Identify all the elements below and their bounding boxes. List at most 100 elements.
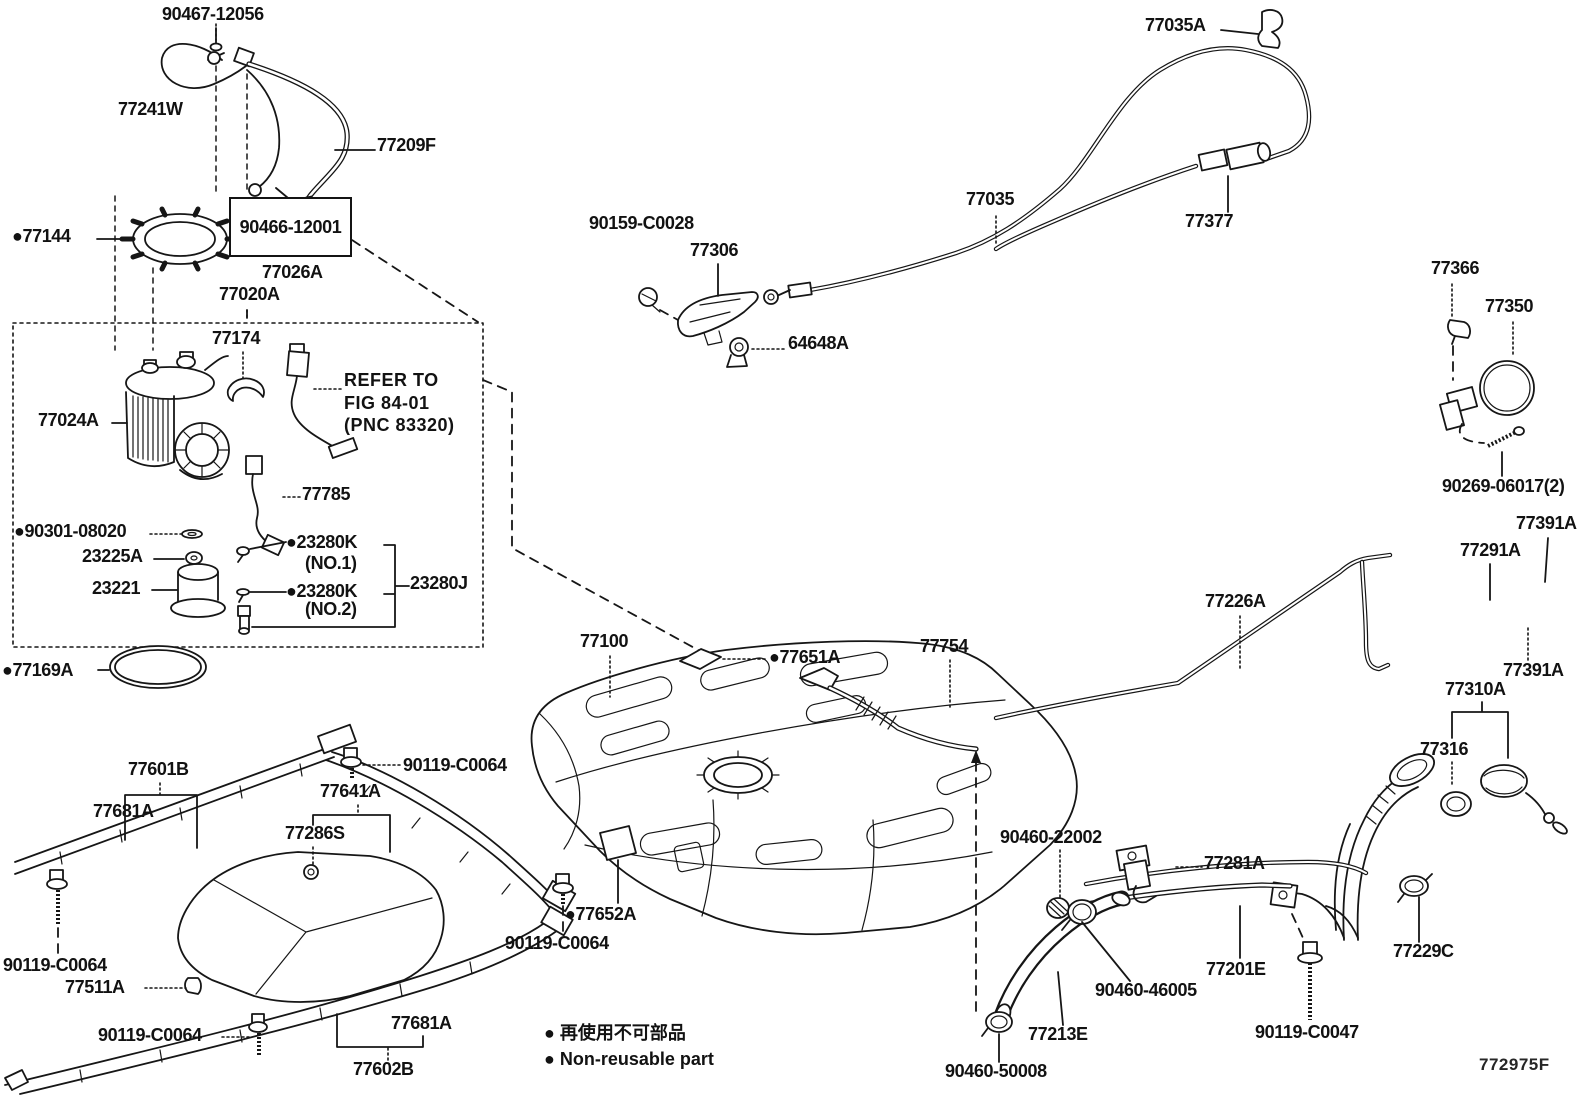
part-label-77229c[interactable]: 77229C <box>1393 941 1454 961</box>
cable-eyelet <box>763 289 779 305</box>
part-label-77241w[interactable]: 77241W <box>118 99 183 119</box>
fuel-sender-drawing <box>286 343 359 459</box>
part-label-90460-50008[interactable]: 90460-50008 <box>945 1061 1047 1081</box>
pad-77652a <box>599 825 637 861</box>
part-label-90466-12001[interactable]: 90466-12001 <box>229 197 352 257</box>
part-label-77281a[interactable]: 77281A <box>1204 853 1265 873</box>
part-label-77601b[interactable]: 77601B <box>128 759 189 779</box>
part-label-77391a-1[interactable]: 77391A <box>1516 513 1577 533</box>
part-label-77602b[interactable]: 77602B <box>353 1059 414 1079</box>
part-label-77785[interactable]: 77785 <box>302 484 351 504</box>
part-label-77144[interactable]: ●77144 <box>12 226 71 246</box>
gasket-drawing <box>226 377 265 402</box>
refer-note-line3: (PNC 83320) <box>344 415 455 435</box>
hose-clamp <box>248 183 262 197</box>
part-label-64648a[interactable]: 64648A <box>788 333 849 353</box>
part-label-77291a[interactable]: 77291A <box>1460 540 1521 560</box>
part-label-77754[interactable]: 77754 <box>920 636 969 656</box>
part-label-23280k-no2[interactable]: ●23280K <box>286 581 358 601</box>
bracket-23280j <box>251 544 410 628</box>
part-label-77350[interactable]: 77350 <box>1485 296 1534 316</box>
part-label-90119-c0047[interactable]: 90119-C0047 <box>1255 1022 1359 1042</box>
tank-oring-drawing <box>109 645 207 689</box>
part-label-90460-22002[interactable]: 90460-22002 <box>1000 827 1102 847</box>
fuel-tank-drawing <box>530 640 1078 936</box>
leader-lines <box>57 23 1549 1063</box>
cable-bracket-drawing <box>638 287 759 368</box>
part-label-90460-46005[interactable]: 90460-46005 <box>1095 980 1197 1000</box>
part-label-77209f[interactable]: 77209F <box>377 135 436 155</box>
retainer-ring-drawing <box>119 206 241 272</box>
part-label-90467-12056[interactable]: 90467-12056 <box>162 4 264 24</box>
vent-tube-drawing <box>993 552 1393 721</box>
harness-drawing <box>245 455 286 557</box>
part-label-77651a[interactable]: ●77651A <box>769 647 841 667</box>
screw-head <box>209 42 223 52</box>
part-label-77213e[interactable]: 77213E <box>1028 1024 1088 1044</box>
refer-note-line1: REFER TO <box>344 370 439 390</box>
part-label-77511a[interactable]: 77511A <box>65 977 125 997</box>
filler-hose-drawing <box>981 890 1131 1037</box>
part-label-77316[interactable]: 77316 <box>1420 739 1469 759</box>
part-label-90119-c0064-2[interactable]: 90119-C0064 <box>3 955 107 975</box>
part-label-77681a-2[interactable]: 77681A <box>391 1013 452 1033</box>
cap-tether <box>1525 792 1547 817</box>
part-label-23280k-no2-sub: (NO.2) <box>305 599 357 619</box>
figure-code: 772975F <box>1479 1055 1550 1074</box>
part-label-23280k-no1[interactable]: ●23280K <box>286 532 358 552</box>
part-label-77026a[interactable]: 77026A <box>262 262 323 282</box>
tank-protector-drawing <box>177 851 445 1003</box>
part-label-23280k-no1-sub: (NO.1) <box>305 553 357 573</box>
clamp-64648a <box>729 337 749 357</box>
part-label-77024a[interactable]: 77024A <box>38 410 99 430</box>
fuel-filter-flange <box>170 598 226 618</box>
fuel-lid-drawing <box>1439 319 1535 448</box>
part-label-77641a[interactable]: 77641A <box>320 781 381 801</box>
part-label-77391a-2[interactable]: 77391A <box>1503 660 1564 680</box>
clip-77035a <box>1257 9 1284 49</box>
part-label-77310a[interactable]: 77310A <box>1445 679 1506 699</box>
neck-mouth <box>1389 753 1435 787</box>
tank-hole <box>673 841 705 873</box>
part-label-77020a[interactable]: 77020A <box>219 284 280 304</box>
pump-small-parts-drawing <box>170 529 410 635</box>
part-label-77169a[interactable]: ●77169A <box>2 660 74 680</box>
part-label-77174[interactable]: 77174 <box>212 328 261 348</box>
part-label-23280j[interactable]: 23280J <box>410 573 468 593</box>
part-label-90119-c0064-1[interactable]: 90119-C0064 <box>403 755 507 775</box>
connector-77377 <box>1197 148 1229 172</box>
strap-bracket <box>317 723 357 755</box>
part-label-23221[interactable]: 23221 <box>92 578 141 598</box>
pump-module-drawing <box>125 351 230 480</box>
cable-ferrule <box>787 281 813 299</box>
legend-non-reusable-en: ● Non-reusable part <box>544 1049 714 1069</box>
part-label-77652a[interactable]: ●77652A <box>565 904 637 924</box>
fuel-filter-top <box>177 563 219 581</box>
grommet-77286s <box>303 864 319 880</box>
tank-straps-drawing <box>4 723 577 1095</box>
part-label-77681a-1[interactable]: 77681A <box>93 801 154 821</box>
part-label-77201e[interactable]: 77201E <box>1206 959 1266 979</box>
filler-neck-drawing <box>1269 753 1568 941</box>
part-label-90119-c0064-4[interactable]: 90119-C0064 <box>505 933 609 953</box>
part-label-77366[interactable]: 77366 <box>1431 258 1480 278</box>
part-label-77100[interactable]: 77100 <box>580 631 629 651</box>
fuel-cap <box>1480 764 1528 798</box>
part-label-77226a[interactable]: 77226A <box>1205 591 1266 611</box>
box-to-bolt-line <box>275 187 289 199</box>
part-label-90269-06017[interactable]: 90269-06017(2) <box>1442 476 1565 496</box>
part-label-77377[interactable]: 77377 <box>1185 211 1234 231</box>
ring-77316 <box>1440 791 1472 817</box>
part-label-77035[interactable]: 77035 <box>966 189 1015 209</box>
part-label-90119-c0064-3[interactable]: 90119-C0064 <box>98 1025 202 1045</box>
part-label-77306[interactable]: 77306 <box>690 240 739 260</box>
clamp-90460-46005 <box>1067 899 1097 925</box>
part-label-77035a[interactable]: 77035A <box>1145 15 1206 35</box>
module-dashed-box <box>12 213 794 703</box>
part-label-23225a[interactable]: 23225A <box>82 546 143 566</box>
part-label-77286s[interactable]: 77286S <box>285 823 345 843</box>
bracket-lines <box>124 701 1509 1048</box>
part-label-90159-c0028[interactable]: 90159-C0028 <box>589 213 694 233</box>
part-label-90301-08020[interactable]: ●90301-08020 <box>14 521 127 541</box>
